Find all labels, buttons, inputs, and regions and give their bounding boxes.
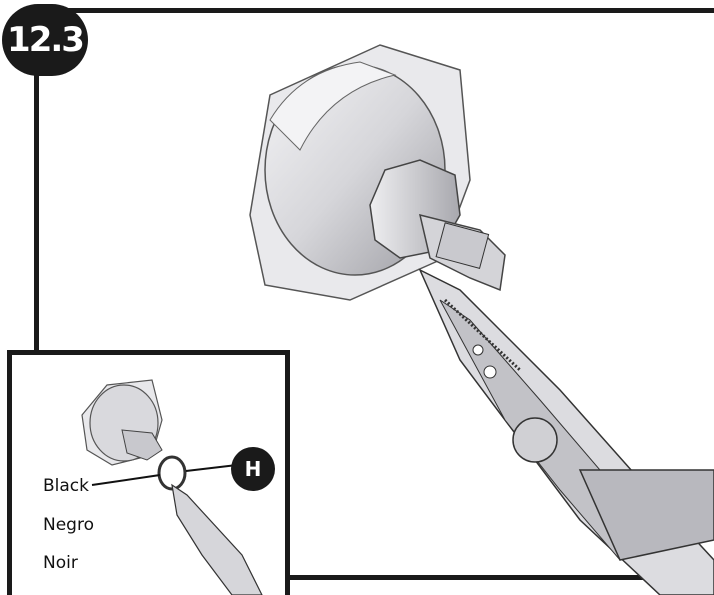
instruction-frame: [34, 8, 714, 580]
label-english: Black: [43, 476, 89, 496]
callout-h-badge: H: [231, 447, 275, 491]
label-spanish: Negro: [43, 515, 94, 535]
pliers-o-ring-icon: [81, 379, 263, 595]
label-french: Noir: [43, 553, 78, 573]
step-number-badge: 12.3: [2, 4, 88, 76]
